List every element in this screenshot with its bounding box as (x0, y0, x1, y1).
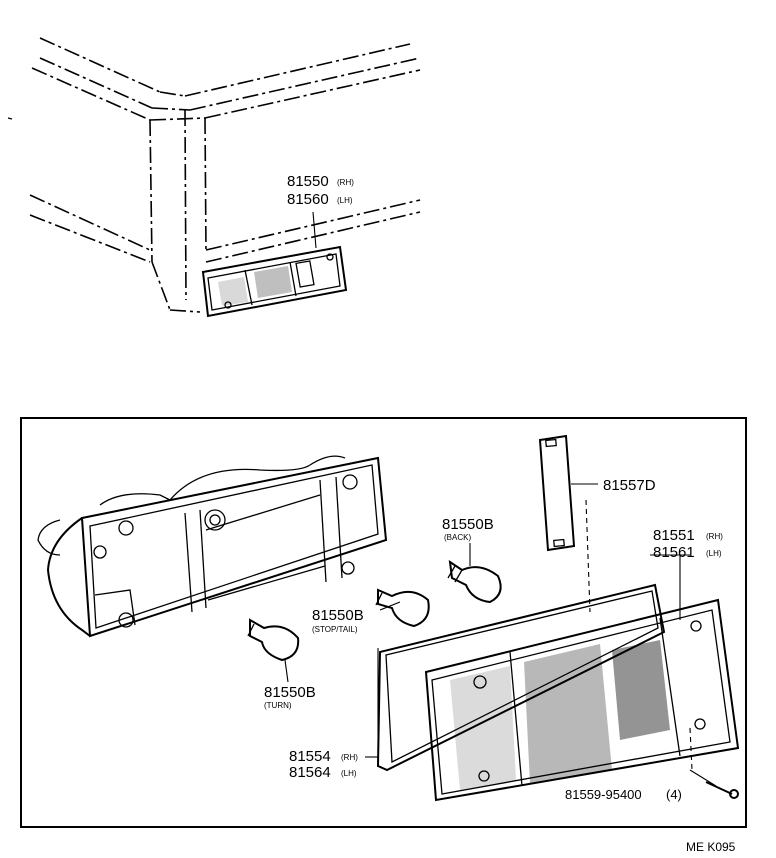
label-81550-side: (RH) (337, 178, 354, 187)
callout-bulb-turn: 81550B (TURN) (264, 684, 316, 710)
label-81554: 81554 (289, 748, 331, 765)
callout-gasket: 81554 (RH) 81564 (LH) (289, 748, 358, 781)
label-81550b-stop: 81550B (312, 607, 364, 624)
bulb-turn (247, 618, 300, 662)
lens (424, 598, 740, 802)
label-81550b-turn: 81550B (264, 684, 316, 701)
label-81560: 81560 (287, 191, 329, 208)
callout-cover: 81557D (603, 477, 656, 494)
leader-screw-dash (689, 727, 693, 771)
label-81550b-back: 81550B (442, 516, 494, 533)
truck-body-outline (7, 37, 421, 313)
figure-code: ME K095 (686, 840, 736, 854)
label-back-note: (BACK) (444, 533, 471, 542)
label-81561-side: (LH) (706, 549, 722, 558)
label-81551: 81551 (653, 527, 695, 544)
callout-lamp-assy: 81550 (RH) 81560 (LH) (287, 173, 354, 208)
leader-bulb-turn (284, 659, 289, 683)
label-81554-side: (RH) (341, 753, 358, 762)
callout-lens: 81551 (RH) 81561 (LH) (653, 527, 723, 561)
exploded-view-frame (20, 417, 747, 828)
cover-81557d (538, 434, 576, 552)
label-stop-tail-note: (STOP/TAIL) (312, 625, 358, 634)
leader-lamp-assy (312, 211, 317, 249)
leader-bulb-stop (379, 601, 401, 611)
leader-cover-dash (585, 499, 591, 613)
label-81560-side: (LH) (337, 196, 353, 205)
label-81564-side: (LH) (341, 769, 357, 778)
bulb-back (447, 559, 502, 604)
label-screw-qty: (4) (666, 787, 682, 802)
rear-combination-lamp-small (201, 245, 348, 318)
callout-screw: 81559-95400 (4) (565, 787, 682, 802)
screw (705, 781, 739, 799)
label-81559-95400: 81559-95400 (565, 787, 642, 802)
label-81550: 81550 (287, 173, 329, 190)
label-turn-note: (TURN) (264, 701, 292, 710)
label-81564: 81564 (289, 764, 331, 781)
bulb-stop-tail (375, 588, 430, 628)
label-81551-side: (RH) (706, 532, 723, 541)
label-81561: 81561 (653, 544, 695, 561)
label-81557d: 81557D (603, 477, 656, 494)
leader-screw (689, 769, 717, 787)
callout-bulb-stop: 81550B (STOP/TAIL) (312, 607, 364, 634)
callout-bulb-back: 81550B (BACK) (442, 516, 494, 542)
lamp-housing (37, 455, 388, 638)
